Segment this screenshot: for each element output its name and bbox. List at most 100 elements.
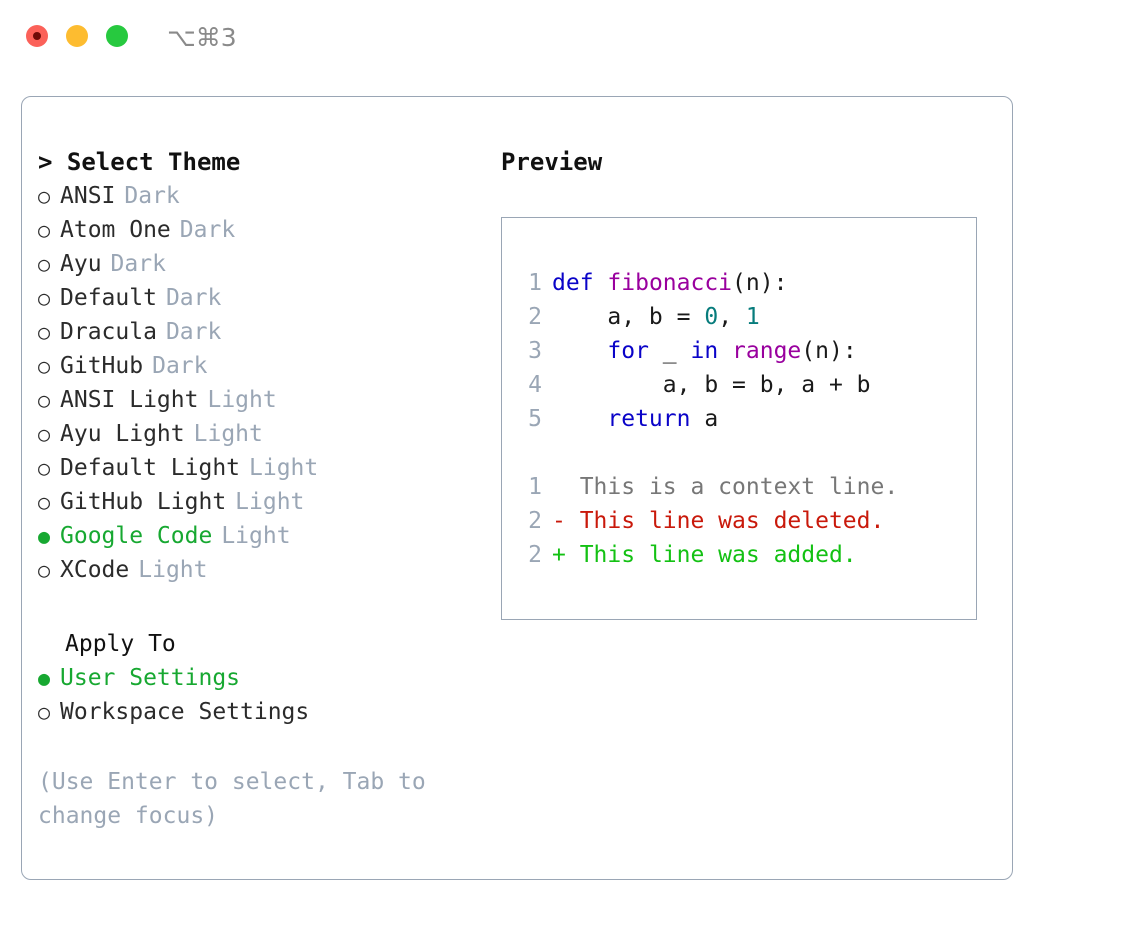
select-theme-heading: > Select Theme bbox=[38, 148, 241, 176]
traffic-light-controls bbox=[26, 25, 128, 47]
theme-variant-tag: Dark bbox=[179, 217, 236, 243]
line-number: 1 bbox=[528, 474, 542, 500]
radio-unselected-icon: ○ bbox=[38, 456, 51, 480]
line-number: 5 bbox=[528, 406, 542, 432]
theme-option-xcode[interactable]: ○ XCode Light bbox=[38, 553, 478, 587]
line-number: 1 bbox=[528, 270, 542, 296]
theme-option-atom-one[interactable]: ○ Atom One Dark bbox=[38, 213, 478, 247]
radio-selected-icon: ● bbox=[38, 666, 51, 690]
line-number: 2 bbox=[528, 304, 542, 330]
code-token: 0 bbox=[704, 304, 719, 330]
theme-option-label: Default bbox=[60, 285, 157, 311]
theme-option-label: Ayu Light bbox=[60, 421, 185, 447]
code-blank-line bbox=[516, 436, 898, 470]
diff-marker: - bbox=[552, 508, 580, 534]
code-token bbox=[718, 338, 732, 364]
code-line: 2 a, b = 0, 1 bbox=[516, 300, 898, 334]
diff-line-add: 2+ This line was added. bbox=[516, 538, 898, 572]
apply-to-list: ●User Settings ○ Workspace Settings bbox=[38, 661, 478, 729]
theme-option-label: XCode bbox=[60, 557, 130, 583]
code-token: _ bbox=[648, 338, 691, 364]
radio-unselected-icon: ○ bbox=[38, 490, 51, 514]
apply-to-heading: Apply To bbox=[65, 631, 176, 657]
diff-text: This line was added. bbox=[579, 542, 857, 568]
code-line: 3 for _ in range(n): bbox=[516, 334, 898, 368]
radio-unselected-icon: ○ bbox=[38, 558, 51, 582]
title-bar: ⌥⌘3 bbox=[0, 0, 1140, 78]
code-token: range bbox=[732, 338, 802, 364]
theme-variant-tag: Light bbox=[138, 557, 208, 583]
theme-option-default[interactable]: ○ Default Dark bbox=[38, 281, 478, 315]
theme-option-label: GitHub Light bbox=[60, 489, 227, 515]
theme-option-label: Default Light bbox=[60, 455, 241, 481]
code-token: for bbox=[607, 338, 649, 364]
code-token: 1 bbox=[745, 304, 760, 330]
theme-variant-tag: Dark bbox=[124, 183, 180, 209]
code-token: def bbox=[552, 270, 594, 296]
line-number: 2 bbox=[528, 542, 542, 568]
theme-variant-tag: Light bbox=[207, 387, 277, 413]
theme-variant-tag: Light bbox=[193, 421, 263, 447]
theme-option-label: Atom One bbox=[60, 217, 171, 243]
theme-option-dracula[interactable]: ○ Dracula Dark bbox=[38, 315, 478, 349]
theme-variant-tag: Dark bbox=[165, 319, 222, 345]
radio-unselected-icon: ○ bbox=[38, 286, 51, 310]
code-token: a, b = b, a + b bbox=[552, 372, 871, 398]
line-number: 4 bbox=[528, 372, 542, 398]
theme-option-default-light[interactable]: ○ Default Light Light bbox=[38, 451, 478, 485]
theme-variant-tag: Light bbox=[221, 523, 291, 549]
code-token: fibonacci bbox=[607, 270, 733, 296]
keyboard-shortcut-label: ⌥⌘3 bbox=[167, 23, 237, 52]
theme-option-label: Ayu bbox=[60, 251, 102, 277]
radio-unselected-icon: ○ bbox=[38, 388, 51, 412]
apply-to-option-user-settings[interactable]: ●User Settings bbox=[38, 661, 478, 695]
theme-option-github-light[interactable]: ○ GitHub Light Light bbox=[38, 485, 478, 519]
code-token bbox=[552, 338, 607, 364]
apply-to-option-label: Workspace Settings bbox=[60, 699, 310, 725]
code-token bbox=[552, 406, 607, 432]
diff-line-ctx: 1 This is a context line. bbox=[516, 470, 898, 504]
theme-variant-tag: Light bbox=[249, 455, 319, 481]
theme-variant-tag: Dark bbox=[152, 353, 208, 379]
line-number: 3 bbox=[528, 338, 542, 364]
apply-to-option-workspace-settings[interactable]: ○ Workspace Settings bbox=[38, 695, 478, 729]
preview-heading: Preview bbox=[501, 148, 603, 176]
minimize-window-button[interactable] bbox=[66, 25, 88, 47]
code-token: a bbox=[690, 406, 719, 432]
theme-option-label: Google Code bbox=[60, 523, 213, 549]
code-token: (n): bbox=[801, 338, 857, 364]
theme-option-ayu-light[interactable]: ○ Ayu Light Light bbox=[38, 417, 478, 451]
code-token: (n): bbox=[732, 270, 788, 296]
diff-text: This line was deleted. bbox=[579, 508, 885, 534]
theme-option-label: ANSI bbox=[60, 183, 116, 209]
theme-variant-tag: Dark bbox=[165, 285, 222, 311]
line-number: 2 bbox=[528, 508, 542, 534]
close-window-button[interactable] bbox=[26, 25, 48, 47]
code-token: , bbox=[718, 304, 746, 330]
maximize-window-button[interactable] bbox=[106, 25, 128, 47]
radio-unselected-icon: ○ bbox=[38, 320, 51, 344]
code-token: a, b = bbox=[552, 304, 705, 330]
code-line: 4 a, b = b, a + b bbox=[516, 368, 898, 402]
keyboard-hint-text: (Use Enter to select, Tab to change focu… bbox=[38, 769, 426, 829]
radio-unselected-icon: ○ bbox=[38, 422, 51, 446]
radio-unselected-icon: ○ bbox=[38, 218, 51, 242]
diff-marker bbox=[552, 474, 580, 500]
theme-variant-tag: Dark bbox=[110, 251, 166, 277]
code-token bbox=[594, 270, 608, 296]
theme-option-label: GitHub bbox=[60, 353, 144, 379]
theme-option-label: Dracula bbox=[60, 319, 157, 345]
radio-unselected-icon: ○ bbox=[38, 700, 51, 724]
theme-variant-tag: Light bbox=[235, 489, 305, 515]
code-token: in bbox=[690, 338, 719, 364]
